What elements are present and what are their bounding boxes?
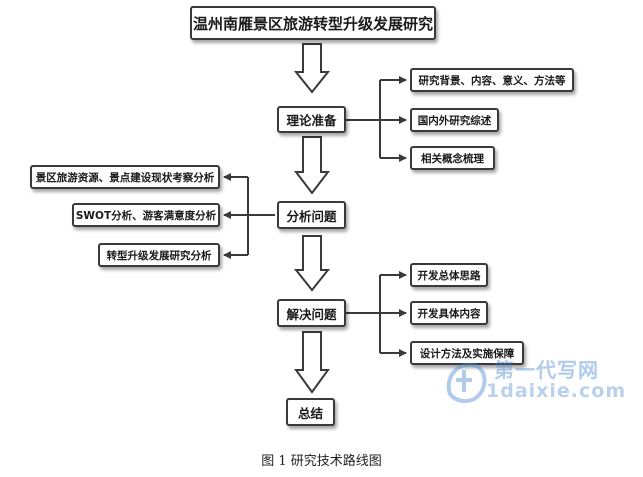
solve-item-methods: 设计方法及实施保障 [410, 341, 524, 365]
stage-analyze: 分析问题 [277, 201, 346, 229]
prep-item-background: 研究背景、内容、意义、方法等 [410, 68, 574, 92]
watermark-url: 1daixie.com [486, 380, 627, 402]
down-arrow-solve-to-summary [294, 331, 330, 394]
watermark: 第一代写网 1daixie.com [440, 352, 640, 410]
prep-item-literature: 国内外研究综述 [410, 108, 499, 132]
analyze-item-upgrade: 转型升级发展研究分析 [98, 243, 220, 267]
stage-prep: 理论准备 [277, 106, 346, 133]
analyze-item-swot: SWOT分析、游客满意度分析 [72, 203, 220, 227]
analyze-item-status: 景区旅游资源、景点建设现状考察分析 [30, 165, 220, 189]
down-arrow-prep-to-analyze [293, 136, 331, 195]
diagram-title: 温州南雁景区旅游转型升级发展研究 [190, 6, 436, 40]
stage-solve: 解决问题 [277, 299, 346, 327]
prep-item-concepts: 相关概念梳理 [410, 146, 495, 170]
solve-item-overall: 开发总体思路 [410, 263, 488, 287]
watermark-text: 第一代写网 [494, 358, 599, 382]
stage-summary: 总结 [286, 398, 335, 426]
down-arrow-title-to-prep [293, 43, 331, 94]
down-arrow-analyze-to-solve [293, 235, 331, 292]
solve-item-content: 开发具体内容 [410, 301, 488, 325]
figure-caption: 图 1 研究技术路线图 [261, 454, 382, 469]
watermark-logo-icon [446, 362, 487, 403]
